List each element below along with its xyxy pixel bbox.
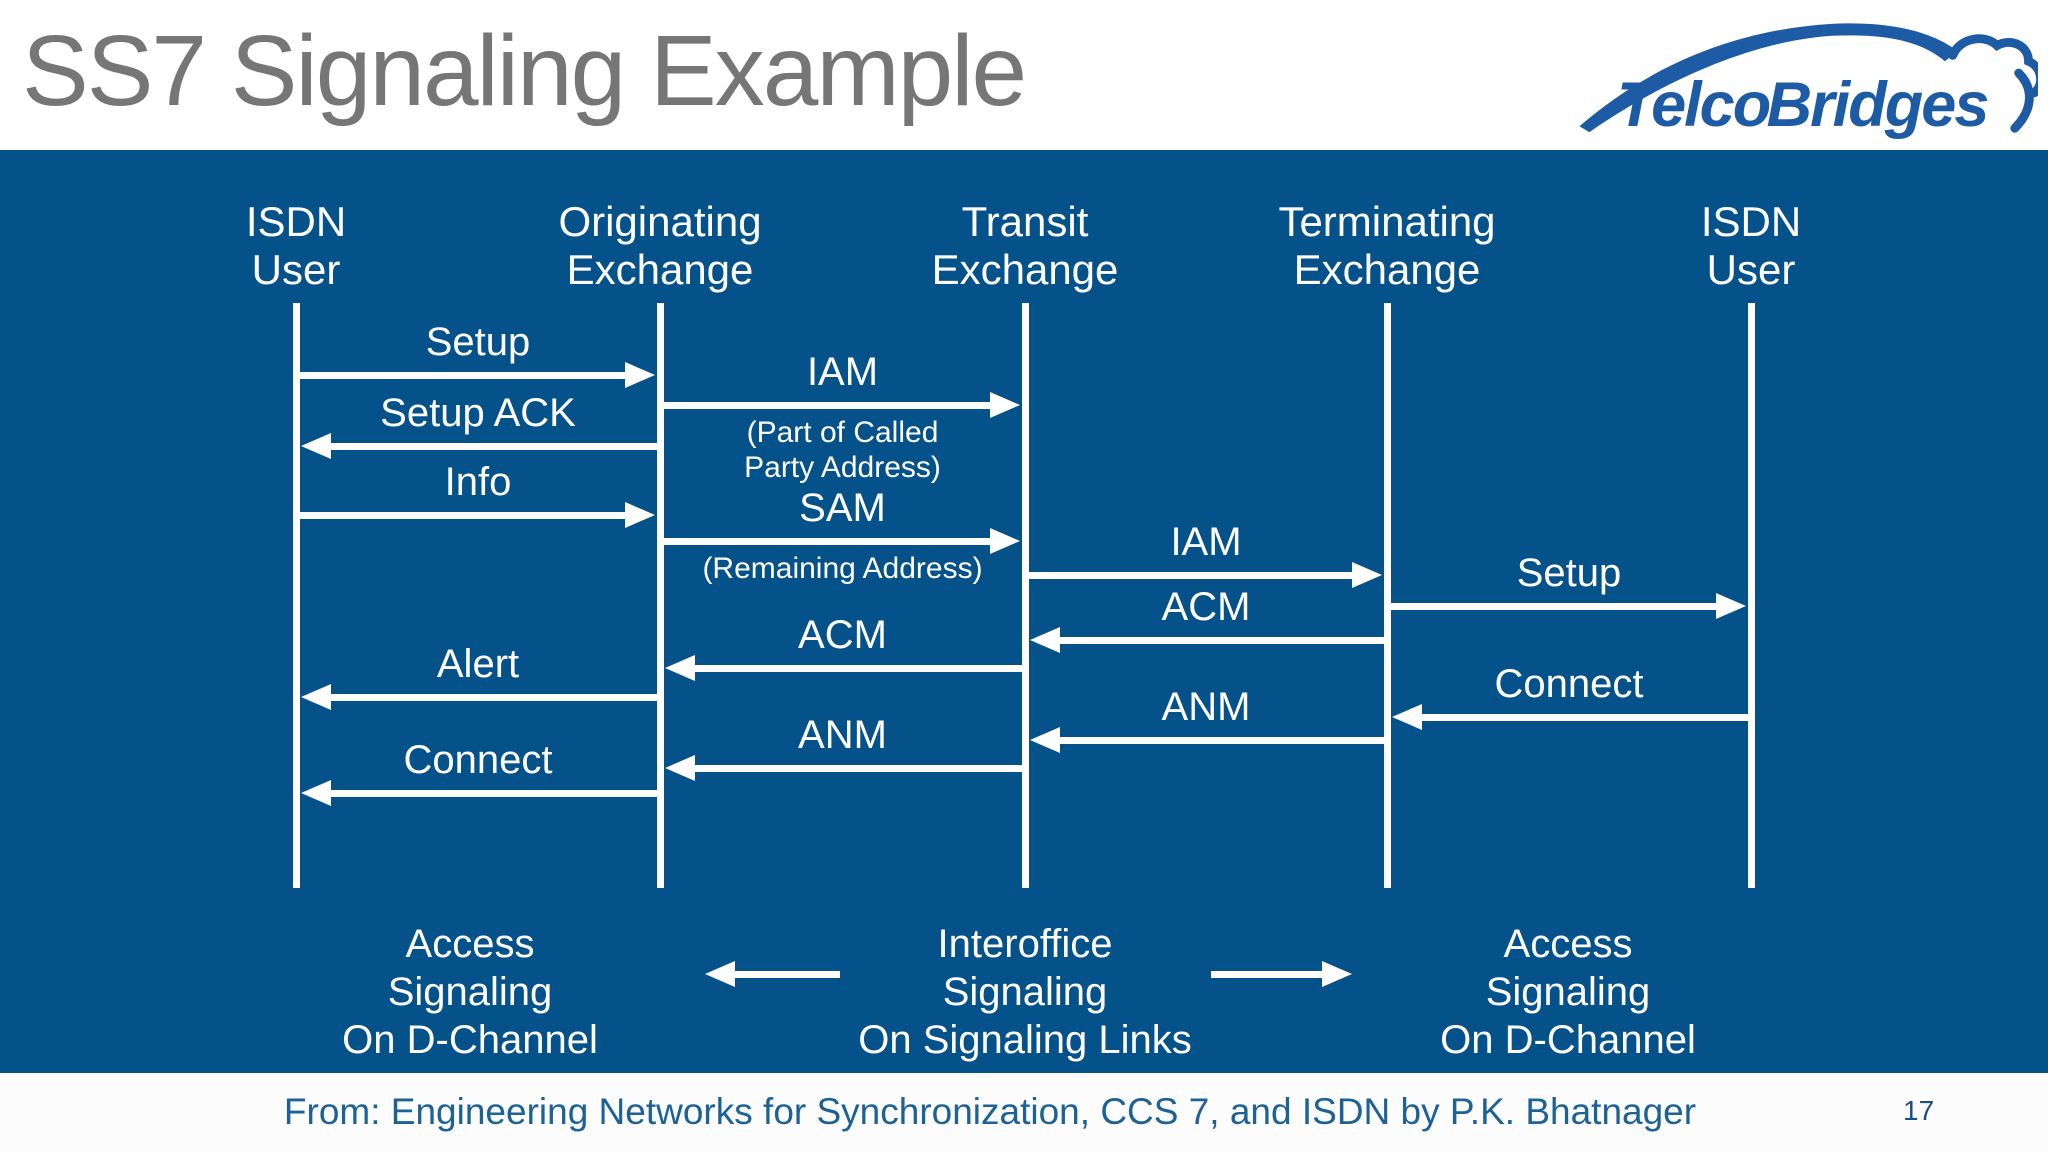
message-11-line: [1058, 737, 1384, 744]
message-label: Connect: [403, 738, 553, 782]
footnote-2-line-1: Signaling: [1485, 970, 1651, 1014]
message-1-line: [663, 402, 992, 409]
message-label: IAM: [1170, 520, 1242, 564]
flow-arrow-left-line: [733, 971, 840, 978]
lifeline-terminating-exchange: [1384, 303, 1391, 888]
message-7-arrowhead-icon: [1030, 627, 1060, 653]
actor-label-isdn-user-left-line-1: User: [251, 246, 341, 293]
message-5-arrowhead-icon: [1352, 562, 1382, 588]
message-5-line: [1028, 572, 1354, 579]
lifeline-isdn-user-right: [1748, 303, 1755, 888]
slide-header: SS7 Signaling Example Telco Bridges: [0, 0, 2048, 150]
message-9-line: [329, 694, 657, 701]
actor-label-transit-exchange-line-0: Transit: [961, 198, 1089, 245]
actor-label-terminating-exchange-line-0: Terminating: [1278, 198, 1496, 245]
message-4-arrowhead-icon: [990, 528, 1020, 554]
actor-label-isdn-user-right-line-0: ISDN: [1700, 198, 1802, 245]
logo-text-bridges: Bridges: [1767, 70, 1988, 140]
message-label: ACM: [1161, 585, 1251, 629]
message-13-arrowhead-icon: [301, 780, 331, 806]
message-13-line: [329, 790, 657, 797]
telcobridges-logo: Telco Bridges: [1579, 23, 2038, 140]
message-10-arrowhead-icon: [1392, 704, 1422, 730]
message-3-arrowhead-icon: [625, 502, 655, 528]
logo-paren-arc: [2010, 68, 2034, 133]
message-7-line: [1058, 637, 1384, 644]
flow-arrow-right-line: [1211, 971, 1324, 978]
logo-text-telco: Telco: [1617, 70, 1770, 140]
footnote-1-line-0: Interoffice: [937, 922, 1113, 966]
message-1-arrowhead-icon: [990, 392, 1020, 418]
message-8-arrowhead-icon: [665, 655, 695, 681]
message-10-line: [1420, 714, 1748, 721]
message-8-line: [693, 665, 1022, 672]
actor-label-originating-exchange-line-0: Originating: [558, 198, 762, 245]
lifeline-originating-exchange: [657, 303, 664, 888]
lifeline-isdn-user-left: [293, 303, 300, 888]
message-label: Setup: [425, 320, 531, 364]
message-0-line: [299, 372, 627, 379]
message-note: (Remaining Address): [702, 552, 983, 585]
message-6-line: [1390, 603, 1718, 610]
message-label: Connect: [1494, 662, 1644, 706]
message-note: (Part of Called: [746, 416, 939, 449]
message-label: Info: [444, 460, 512, 504]
message-2-line: [329, 443, 657, 450]
message-note: Party Address): [744, 451, 941, 484]
logo-cloud-icon: [1948, 34, 2038, 98]
message-12-line: [693, 765, 1022, 772]
logo-swoosh-shape: [1579, 23, 1958, 133]
footnote-0-line-0: Access: [405, 922, 535, 966]
message-label: ACM: [798, 613, 887, 657]
footnote-2-line-2: On D-Channel: [1440, 1018, 1696, 1062]
message-11-arrowhead-icon: [1030, 727, 1060, 753]
slide-footer: [0, 1073, 2048, 1152]
message-6-arrowhead-icon: [1716, 593, 1746, 619]
slide-title: SS7 Signaling Example: [22, 15, 1027, 127]
source-citation: From: Engineering Networks for Synchroni…: [283, 1091, 1697, 1132]
actor-label-transit-exchange-line-1: Exchange: [931, 246, 1119, 293]
actor-label-terminating-exchange-line-1: Exchange: [1293, 246, 1481, 293]
footnote-1-line-1: Signaling: [942, 970, 1108, 1014]
message-label: IAM: [806, 350, 879, 394]
footnote-0-line-1: Signaling: [387, 970, 553, 1014]
message-4-line: [663, 538, 992, 545]
message-12-arrowhead-icon: [665, 755, 695, 781]
actor-label-isdn-user-left-line-0: ISDN: [245, 198, 347, 245]
page-number: 17: [1903, 1095, 1935, 1126]
message-label: Setup: [1516, 551, 1622, 595]
flow-arrow-left-arrowhead-icon: [705, 961, 735, 987]
message-9-arrowhead-icon: [301, 684, 331, 710]
footnote-0-line-2: On D-Channel: [342, 1018, 598, 1062]
message-3-line: [299, 512, 627, 519]
message-label: Setup ACK: [380, 391, 576, 435]
flow-arrow-right-arrowhead-icon: [1322, 961, 1352, 987]
actor-label-isdn-user-right-line-1: User: [1706, 246, 1796, 293]
message-label: ANM: [1161, 685, 1251, 729]
footnote-2-line-0: Access: [1503, 922, 1633, 966]
lifeline-transit-exchange: [1022, 303, 1029, 888]
message-label: SAM: [799, 486, 886, 530]
message-0-arrowhead-icon: [625, 362, 655, 388]
footnote-1-line-2: On Signaling Links: [858, 1018, 1192, 1062]
message-2-arrowhead-icon: [301, 433, 331, 459]
actor-label-originating-exchange-line-1: Exchange: [566, 246, 754, 293]
message-label: ANM: [798, 713, 887, 757]
message-label: Alert: [436, 642, 520, 686]
